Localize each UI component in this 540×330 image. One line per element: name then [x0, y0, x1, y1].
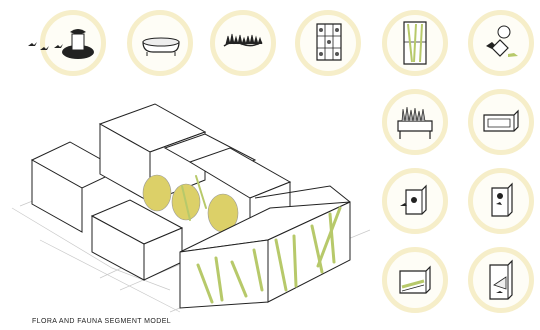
modular-planter-wall-icon — [305, 20, 351, 66]
icon-circle-wall-planter — [382, 247, 448, 313]
vine-trellis-shelf-icon — [392, 20, 438, 66]
icon-circle-bathtub — [127, 10, 193, 76]
raised-garden-bed-icon — [392, 99, 438, 145]
wall-planter-box-icon — [392, 257, 438, 303]
icon-circle-cabinet-nest — [468, 247, 534, 313]
birds-tree-stump-icon — [50, 20, 96, 66]
model-caption: FLORA AND FAUNA SEGMENT MODEL — [32, 318, 171, 325]
icon-circle-wall-niche — [468, 89, 534, 155]
bird-feeder-icon — [478, 20, 524, 66]
icon-circle-planter-wall — [295, 10, 361, 76]
bathtub-planter-icon — [137, 20, 183, 66]
icon-circle-grass-mat — [210, 10, 276, 76]
icon-circle-nesting-box — [468, 168, 534, 234]
cabinet-nest-box-icon — [478, 257, 524, 303]
floating-grass-mat-icon — [220, 20, 266, 66]
wall-niche-box-icon — [478, 99, 524, 145]
segment-model-drawing — [0, 90, 380, 320]
icon-circle-birds — [40, 10, 106, 76]
icon-circle-small-birdhouse — [382, 168, 448, 234]
icon-circle-garden-bed — [382, 89, 448, 155]
icon-circle-bird-feeder — [468, 10, 534, 76]
small-birdhouse-icon — [392, 178, 438, 224]
nesting-box-icon — [478, 178, 524, 224]
icon-circle-trellis — [382, 10, 448, 76]
block-front-left — [92, 200, 182, 280]
